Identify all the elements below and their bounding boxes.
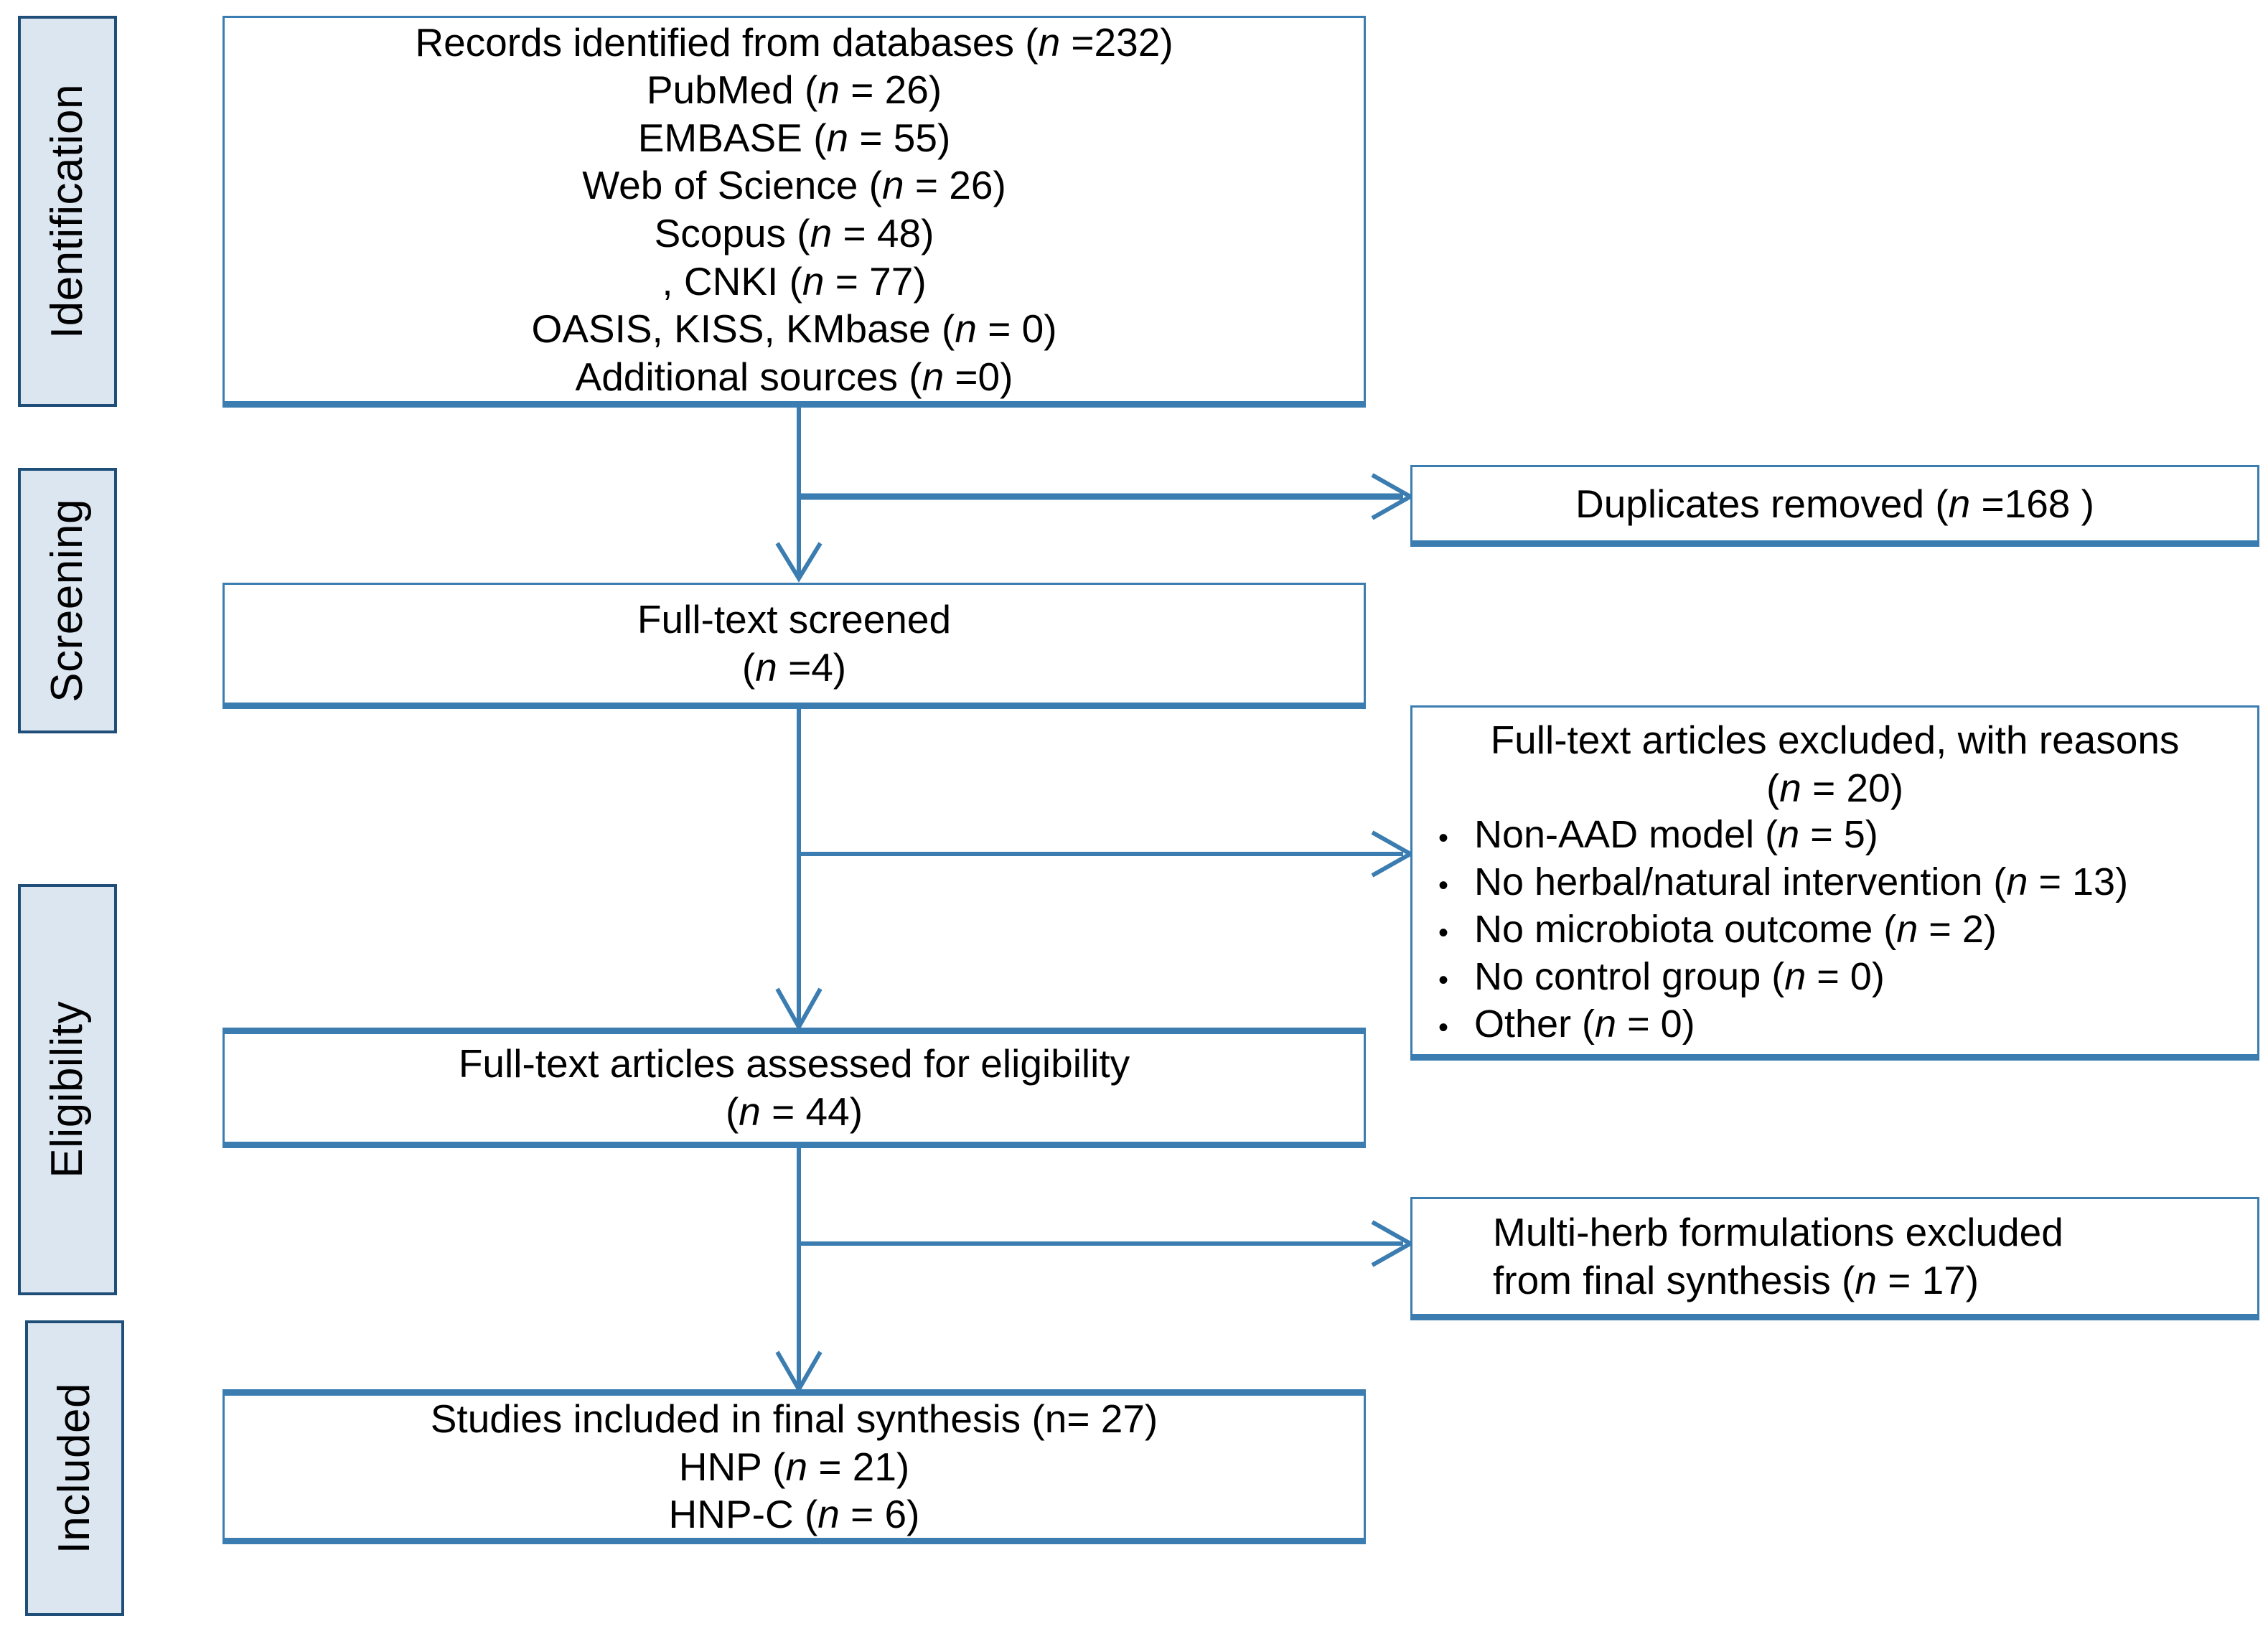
records-line: , CNKI (n = 77) bbox=[662, 258, 927, 304]
list-item-text: No herbal/natural intervention (n = 13) bbox=[1474, 860, 2129, 903]
list-item: • Other (n = 0) bbox=[1412, 1001, 2257, 1048]
bullet-icon: • bbox=[1438, 1011, 1448, 1043]
box-assessed-for-eligibility: Full-text articles assessed for eligibil… bbox=[222, 1028, 1366, 1148]
box-full-text-screened: Full-text screened (n =4) bbox=[222, 583, 1366, 709]
stage-label-screening: Screening bbox=[18, 468, 117, 733]
records-line: OASIS, KISS, KMbase (n = 0) bbox=[531, 306, 1057, 352]
stage-label-eligibility-text: Eligibility bbox=[42, 1001, 92, 1178]
box-multiherb-excluded: Multi-herb formulations excluded from fi… bbox=[1410, 1197, 2259, 1320]
records-line: Records identified from databases (n =23… bbox=[415, 19, 1173, 65]
list-item-text: No control group (n = 0) bbox=[1474, 954, 1885, 998]
list-item-text: Other (n = 0) bbox=[1474, 1002, 1695, 1046]
screened-line: Full-text screened bbox=[637, 597, 952, 642]
box-full-text-excluded-reasons: Full-text articles excluded, with reason… bbox=[1410, 705, 2259, 1061]
screened-line: (n =4) bbox=[741, 645, 847, 690]
multiherb-line: Multi-herb formulations excluded bbox=[1493, 1210, 2063, 1255]
multiherb-line: from final synthesis (n = 17) bbox=[1493, 1258, 1979, 1302]
list-item-text: Non-AAD model (n = 5) bbox=[1474, 813, 1878, 857]
records-line: Scopus (n = 48) bbox=[654, 211, 934, 255]
bullet-icon: • bbox=[1438, 869, 1448, 901]
stage-label-eligibility: Eligibility bbox=[18, 884, 117, 1295]
records-line: Web of Science (n = 26) bbox=[582, 163, 1006, 208]
box-records-identified: Records identified from databases (n =23… bbox=[222, 16, 1366, 408]
stage-label-included: Included bbox=[25, 1320, 124, 1616]
bullet-icon: • bbox=[1438, 916, 1448, 949]
box-studies-included: Studies included in final synthesis (n= … bbox=[222, 1389, 1366, 1544]
list-item: • Non-AAD model (n = 5) bbox=[1412, 812, 2257, 859]
bullet-icon: • bbox=[1438, 822, 1448, 855]
assessed-line: Full-text articles assessed for eligibil… bbox=[458, 1041, 1130, 1086]
records-line: PubMed (n = 26) bbox=[646, 67, 942, 113]
list-item: • No control group (n = 0) bbox=[1412, 954, 2257, 1001]
bullet-icon: • bbox=[1438, 964, 1448, 996]
exclusion-reason-list: • Non-AAD model (n = 5) • No herbal/natu… bbox=[1412, 812, 2257, 1048]
records-line: Additional sources (n =0) bbox=[575, 354, 1013, 399]
list-item: • No herbal/natural intervention (n = 13… bbox=[1412, 859, 2257, 906]
list-item-text: No microbiota outcome (n = 2) bbox=[1474, 907, 1997, 951]
stage-label-screening-text: Screening bbox=[42, 499, 92, 703]
excluded-heading-line: (n = 20) bbox=[1766, 765, 1904, 810]
stage-label-identification-text: Identification bbox=[42, 83, 92, 339]
list-item: • No microbiota outcome (n = 2) bbox=[1412, 906, 2257, 954]
assessed-line: (n = 44) bbox=[725, 1089, 863, 1134]
included-line: HNP (n = 21) bbox=[678, 1444, 910, 1489]
duplicates-line: Duplicates removed (n =168 ) bbox=[1575, 481, 2094, 526]
stage-label-included-text: Included bbox=[50, 1382, 99, 1554]
box-duplicates-removed: Duplicates removed (n =168 ) bbox=[1410, 465, 2259, 547]
excluded-heading-line: Full-text articles excluded, with reason… bbox=[1490, 718, 2180, 762]
included-line: HNP-C (n = 6) bbox=[668, 1492, 920, 1537]
records-line: EMBASE (n = 55) bbox=[637, 115, 951, 160]
stage-label-identification: Identification bbox=[18, 16, 117, 407]
excluded-heading: Full-text articles excluded, with reason… bbox=[1412, 716, 2257, 812]
included-line: Studies included in final synthesis (n= … bbox=[430, 1396, 1158, 1442]
